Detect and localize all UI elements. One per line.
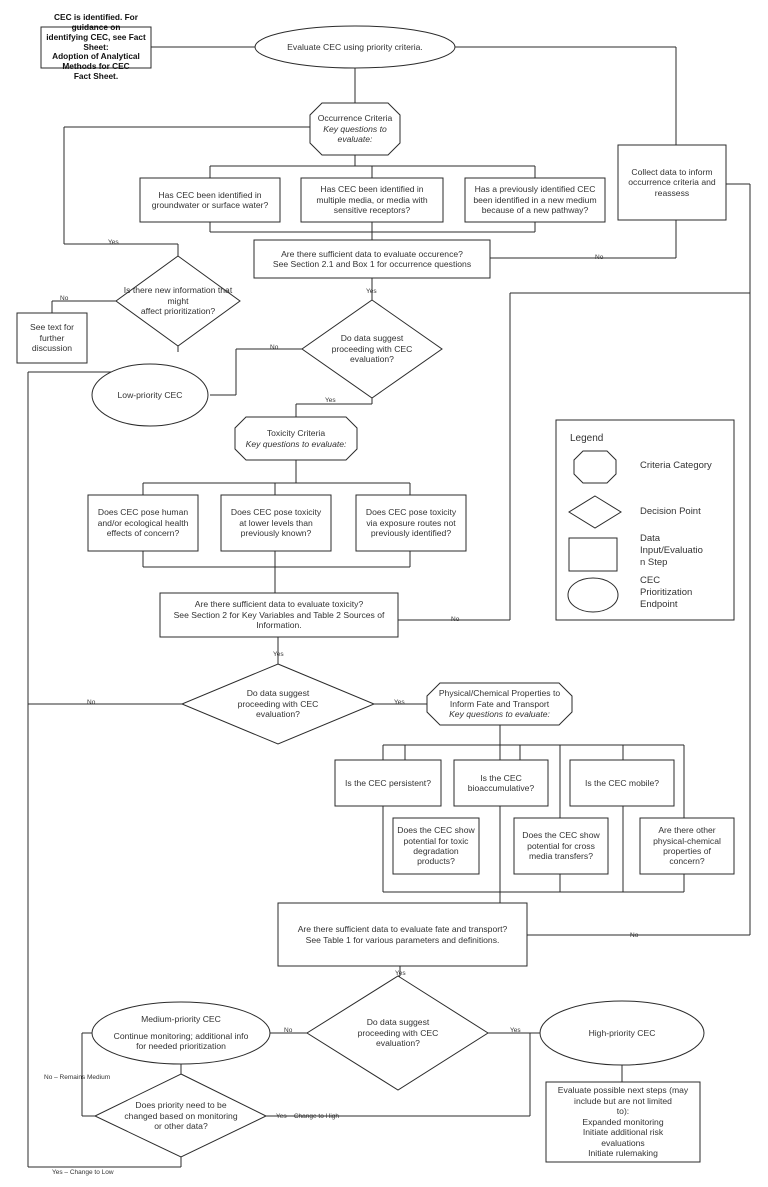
sufficient-toxicity-text: Are there sufficient data to evaluate to…: [173, 599, 385, 631]
edge-label-yes-sufficient-occurrence: Yes: [366, 288, 377, 295]
edge-label-yes-change-to-low: Yes – Change to Low: [52, 1169, 114, 1176]
start-box: [40, 26, 152, 69]
occurrence-criteria-octagon: [309, 102, 401, 156]
occurrence-criteria-text: Occurrence Criteria Key questions to eva…: [317, 113, 393, 145]
edge-label-no-low: No: [270, 344, 279, 351]
occurrence-question-3: [464, 177, 606, 223]
edge-label-yes-sufficient-fate: Yes: [395, 970, 406, 977]
next-steps-box: [545, 1081, 701, 1163]
high-priority-ellipse: [539, 1000, 705, 1066]
low-priority-text: Low-priority CEC: [117, 389, 183, 400]
sufficient-fate-text: Are there sufficient data to evaluate fa…: [297, 924, 508, 945]
edge-label-no-toxicity: No: [451, 616, 460, 623]
legend-label-rectangle: Data Input/Evaluatio n Step: [640, 533, 703, 568]
edge-label-no-fate: No: [630, 932, 639, 939]
sufficient-toxicity-box: [159, 592, 399, 638]
sufficient-occurrence-box: [253, 239, 491, 279]
legend-rectangle-icon: [568, 537, 618, 572]
edge-label-yes-change-to-high: Yes – Change to High: [276, 1113, 340, 1120]
phys-question-2: [453, 759, 549, 807]
start-box-text: CEC is identified. For guidance on ident…: [46, 11, 146, 82]
edge-label-yes-sufficient-toxicity: Yes: [273, 651, 284, 658]
high-priority-text: High-priority CEC: [588, 1027, 656, 1038]
legend-diamond-icon: [568, 495, 622, 529]
legend-octagon-icon: [573, 450, 617, 484]
proceed-3-diamond: [306, 975, 489, 1091]
change-priority-diamond: [93, 1073, 268, 1158]
medium-priority-text: Medium-priority CEC Continue monitoring;…: [113, 1014, 249, 1052]
low-priority-ellipse: [91, 363, 209, 427]
occurrence-question-1: [139, 177, 281, 223]
edge-label-yes-proceed-2: Yes: [394, 699, 405, 706]
toxicity-question-1: [87, 494, 199, 552]
edge-label-no-medium: No: [284, 1027, 293, 1034]
phys-question-5: [513, 817, 609, 875]
toxicity-question-2: [220, 494, 332, 552]
phys-question-6: [639, 817, 735, 875]
sufficient-fate-box: [277, 902, 528, 967]
phys-question-4: [392, 817, 480, 875]
collect-data-box: [617, 144, 727, 221]
edge-label-no-proceed-2: No: [87, 699, 96, 706]
evaluate-ellipse: [254, 25, 456, 69]
edge-label-yes-new-info: Yes: [108, 239, 119, 246]
phys-question-3: [569, 759, 675, 807]
proceed-2-diamond: [180, 663, 376, 745]
toxicity-question-3: [355, 494, 467, 552]
legend-ellipse-icon: [567, 577, 619, 613]
edge-label-no-remains-medium: No – Remains Medium: [44, 1074, 111, 1081]
legend-label-diamond: Decision Point: [640, 506, 701, 517]
edge-label-no-see-text: No: [60, 295, 69, 302]
phys-question-1-text: Is the CEC persistent?: [345, 777, 431, 788]
see-text-box: [16, 312, 88, 364]
proceed-1-diamond: [301, 299, 443, 399]
evaluate-text: Evaluate CEC using priority criteria.: [287, 41, 423, 52]
legend-label-octagon: Criteria Category: [640, 460, 712, 471]
legend-title: Legend: [570, 433, 604, 444]
toxicity-criteria-octagon: [234, 416, 358, 461]
edge-label-yes-proceed-1: Yes: [325, 397, 336, 404]
new-info-diamond: [115, 255, 241, 347]
medium-priority-ellipse: [91, 1001, 271, 1065]
edge-label-no-occurrence: No: [595, 254, 604, 261]
phys-question-3-text: Is the CEC mobile?: [584, 777, 660, 788]
occurrence-question-2: [300, 177, 444, 223]
legend-label-ellipse: CEC Prioritization Endpoint: [640, 575, 693, 610]
edge-label-yes-high: Yes: [510, 1027, 521, 1034]
next-steps-text: Evaluate possible next steps (may includ…: [557, 1085, 689, 1159]
physical-criteria-octagon: [426, 682, 573, 726]
phys-question-1: [334, 759, 442, 807]
sufficient-occurrence-text: Are there sufficient data to evaluate oc…: [272, 248, 472, 269]
